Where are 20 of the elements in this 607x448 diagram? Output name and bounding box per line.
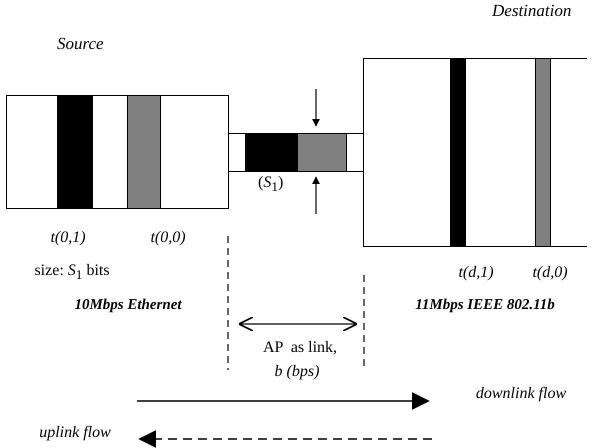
flow-label: downlink flow — [476, 385, 566, 403]
rate-label: b (bps) — [274, 363, 320, 381]
size-label: size: S$_{1}$ bits — [34, 262, 110, 283]
data-packet — [535, 58, 551, 246]
packet-size-label: (S$_{1}$) — [258, 174, 284, 196]
time-label: t(d,0) — [532, 264, 568, 282]
data-packet — [450, 58, 466, 246]
time-label: t(0,0) — [150, 229, 186, 247]
time-label: t(d,1) — [458, 264, 494, 282]
data-packet — [297, 132, 347, 172]
data-packet — [127, 94, 161, 208]
network-label: 11Mbps IEEE 802.11b — [415, 297, 555, 314]
time-label: t(0,1) — [50, 229, 86, 247]
endpoint-label: Destination — [492, 1, 572, 21]
data-packet — [57, 94, 93, 208]
link-label: AP as link, — [262, 339, 338, 357]
flow-label: uplink flow — [39, 424, 111, 442]
endpoint-label: Source — [57, 34, 104, 54]
network-label: 10Mbps Ethernet — [74, 297, 182, 314]
data-packet — [245, 132, 297, 172]
